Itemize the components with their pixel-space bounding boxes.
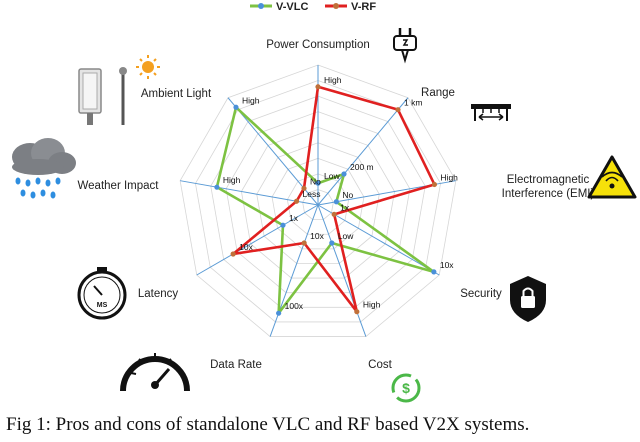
stopwatch-icon: MS: [77, 267, 127, 320]
data-label: High: [223, 175, 241, 185]
spoke-line: [317, 97, 409, 206]
data-label: No: [310, 176, 321, 186]
axis-label: Latency: [138, 288, 179, 300]
grid-ring: [225, 111, 411, 294]
data-label: 1x: [340, 202, 350, 212]
data-point: [395, 107, 401, 113]
data-point: [214, 184, 220, 190]
axis-label: Data Rate: [210, 359, 262, 371]
data-label: 10x: [239, 242, 253, 252]
data-point: [301, 185, 307, 191]
data-label: 1 km: [404, 98, 422, 108]
data-label: High: [242, 95, 260, 105]
grid-ring: [179, 64, 457, 337]
security-lock-icon: [510, 276, 546, 322]
legend-marker: [333, 3, 339, 9]
svg-text:$: $: [402, 380, 410, 396]
data-point: [331, 211, 337, 217]
axis-label: Ambient Light: [141, 88, 212, 100]
svg-text:MS: MS: [97, 302, 108, 309]
legend-label: V-VLC: [276, 1, 308, 13]
figure-caption: Fig 1: Pros and cons of standalone VLC a…: [6, 414, 530, 435]
grid-ring: [286, 173, 350, 235]
data-label: High: [440, 172, 458, 182]
data-point: [333, 199, 339, 205]
spoke-line: [317, 204, 440, 276]
data-point: [431, 269, 437, 275]
data-label: No: [342, 190, 353, 200]
axis-label: Range: [421, 87, 455, 99]
data-point: [431, 181, 438, 188]
series-line: [215, 105, 436, 315]
plug-icon: [393, 28, 417, 64]
emi-warning-icon: [587, 155, 637, 199]
data-label: 10x: [310, 231, 324, 241]
data-point: [354, 309, 360, 315]
legend: V-VLC V-RF: [250, 1, 376, 13]
grid-ring: [210, 95, 426, 308]
data-point: [301, 240, 307, 246]
data-label: Less: [303, 189, 321, 199]
data-label: 100x: [285, 301, 304, 311]
radar-series: [214, 84, 438, 316]
data-label: Low: [338, 231, 354, 241]
data-point: [280, 222, 286, 228]
axis-label: Cost: [368, 359, 392, 371]
data-label: High: [324, 75, 342, 85]
data-point: [315, 84, 321, 90]
cost-dollar-icon: $: [391, 373, 421, 403]
grid-ring: [240, 126, 396, 279]
data-point: [230, 251, 236, 257]
range-ruler-icon: [471, 104, 511, 121]
data-label: 10x: [440, 260, 454, 270]
grid-ring: [195, 80, 441, 323]
grid-ring: [256, 142, 380, 264]
grid-ring: [302, 189, 334, 221]
legend-marker: [258, 3, 264, 9]
axis-label: Security: [460, 288, 502, 300]
spoke-line: [196, 204, 319, 276]
spoke-line: [317, 204, 367, 337]
data-point: [341, 171, 347, 177]
speedometer-icon: [120, 353, 190, 392]
data-point: [329, 240, 335, 246]
axis-label: Weather Impact: [78, 180, 160, 192]
series-line: [231, 85, 436, 314]
data-point: [293, 198, 300, 204]
axis-label: Power Consumption: [266, 39, 370, 51]
data-point: [233, 104, 239, 110]
data-label: 1x: [289, 213, 299, 223]
grid-ring: [271, 157, 365, 250]
data-point: [276, 310, 282, 316]
data-label: 200 m: [350, 162, 374, 172]
weather-rain-icon: [12, 138, 76, 199]
data-label: Low: [324, 171, 340, 181]
data-point: [315, 180, 321, 186]
data-label: High: [363, 300, 381, 310]
streetlight-sun-icon: [78, 55, 160, 125]
radar-grid: [179, 64, 457, 337]
legend-label: V-RF: [351, 1, 376, 13]
